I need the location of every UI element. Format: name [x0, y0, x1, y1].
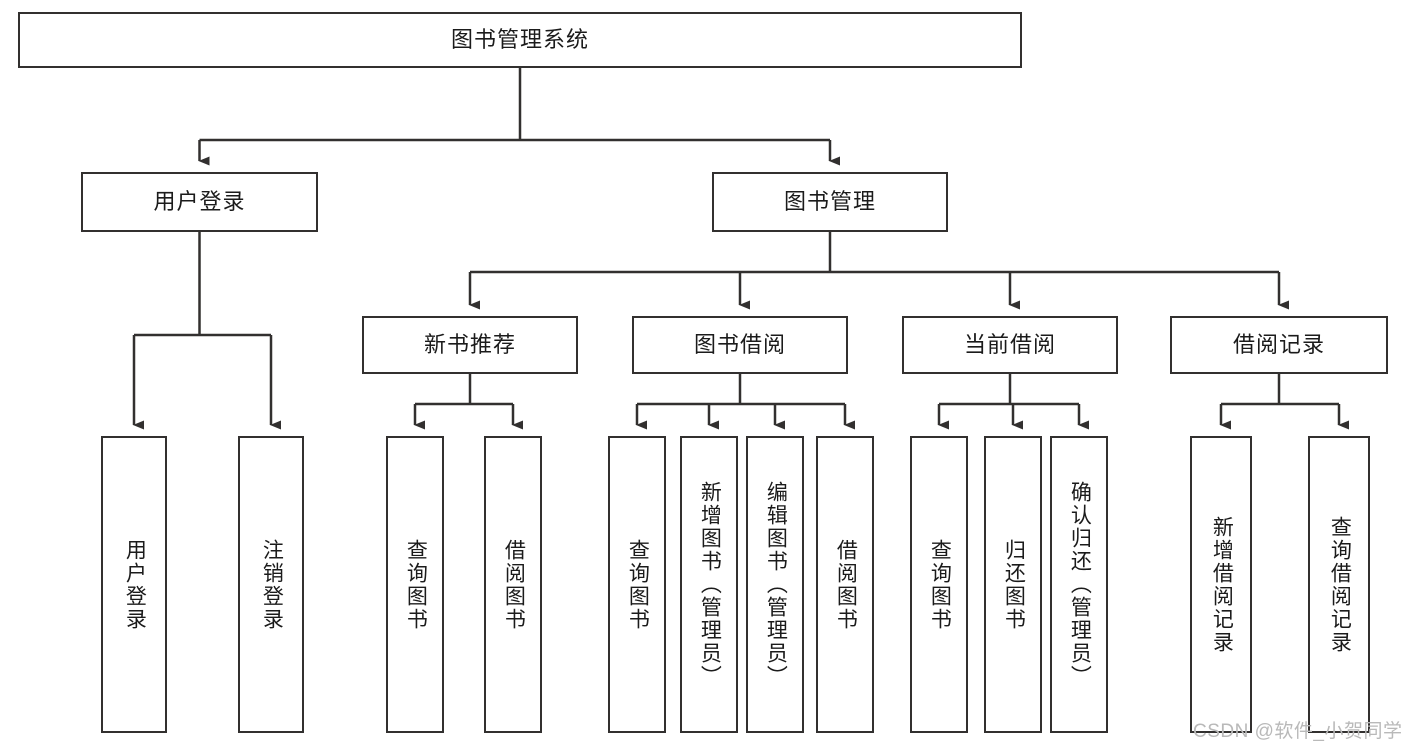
node-leaf-10[interactable]: 归还图书 — [984, 436, 1042, 733]
node-leaf-6[interactable]: 新增图书（管理员） — [680, 436, 738, 733]
node-leaf-2[interactable]: 注销登录 — [238, 436, 304, 733]
node-leaf-9[interactable]: 查询图书 — [910, 436, 968, 733]
node-root[interactable]: 图书管理系统 — [18, 12, 1022, 68]
node-leaf-7[interactable]: 编辑图书（管理员） — [746, 436, 804, 733]
node-label: 查询图书 — [928, 538, 952, 631]
node-label: 借阅记录 — [1232, 332, 1325, 358]
node-leaf-4[interactable]: 借阅图书 — [484, 436, 542, 733]
node-borrow[interactable]: 图书借阅 — [632, 316, 848, 374]
node-label: 图书借阅 — [693, 332, 786, 358]
node-bookmgmt[interactable]: 图书管理 — [712, 172, 948, 232]
node-leaf-8[interactable]: 借阅图书 — [816, 436, 874, 733]
node-leaf-12[interactable]: 新增借阅记录 — [1190, 436, 1252, 733]
node-leaf-13[interactable]: 查询借阅记录 — [1308, 436, 1370, 733]
node-leaf-5[interactable]: 查询图书 — [608, 436, 666, 733]
node-label: 新增借阅记录 — [1210, 515, 1234, 654]
node-current[interactable]: 当前借阅 — [902, 316, 1118, 374]
node-label: 图书管理系统 — [450, 27, 589, 53]
node-label: 确认归还（管理员） — [1068, 481, 1092, 688]
node-label: 编辑图书（管理员） — [764, 481, 788, 688]
node-label: 归还图书 — [1002, 538, 1026, 631]
node-leaf-11[interactable]: 确认归还（管理员） — [1050, 436, 1108, 733]
node-label: 借阅图书 — [502, 538, 526, 631]
node-label: 查询图书 — [626, 538, 650, 631]
node-label: 新书推荐 — [423, 332, 516, 358]
node-label: 新增图书（管理员） — [698, 481, 722, 688]
node-label: 图书管理 — [783, 189, 876, 215]
node-records[interactable]: 借阅记录 — [1170, 316, 1388, 374]
node-label: 用户登录 — [153, 189, 246, 215]
watermark-label: CSDN @软件_小贺同学 — [1193, 721, 1403, 742]
node-login[interactable]: 用户登录 — [81, 172, 318, 232]
node-label: 查询借阅记录 — [1328, 515, 1352, 654]
node-label: 用户登录 — [123, 538, 147, 631]
node-label: 当前借阅 — [963, 332, 1056, 358]
node-leaf-1[interactable]: 用户登录 — [101, 436, 167, 733]
node-label: 查询图书 — [404, 538, 428, 631]
node-label: 借阅图书 — [834, 538, 858, 631]
node-leaf-3[interactable]: 查询图书 — [386, 436, 444, 733]
node-label: 注销登录 — [260, 538, 284, 631]
node-newbooks[interactable]: 新书推荐 — [362, 316, 578, 374]
